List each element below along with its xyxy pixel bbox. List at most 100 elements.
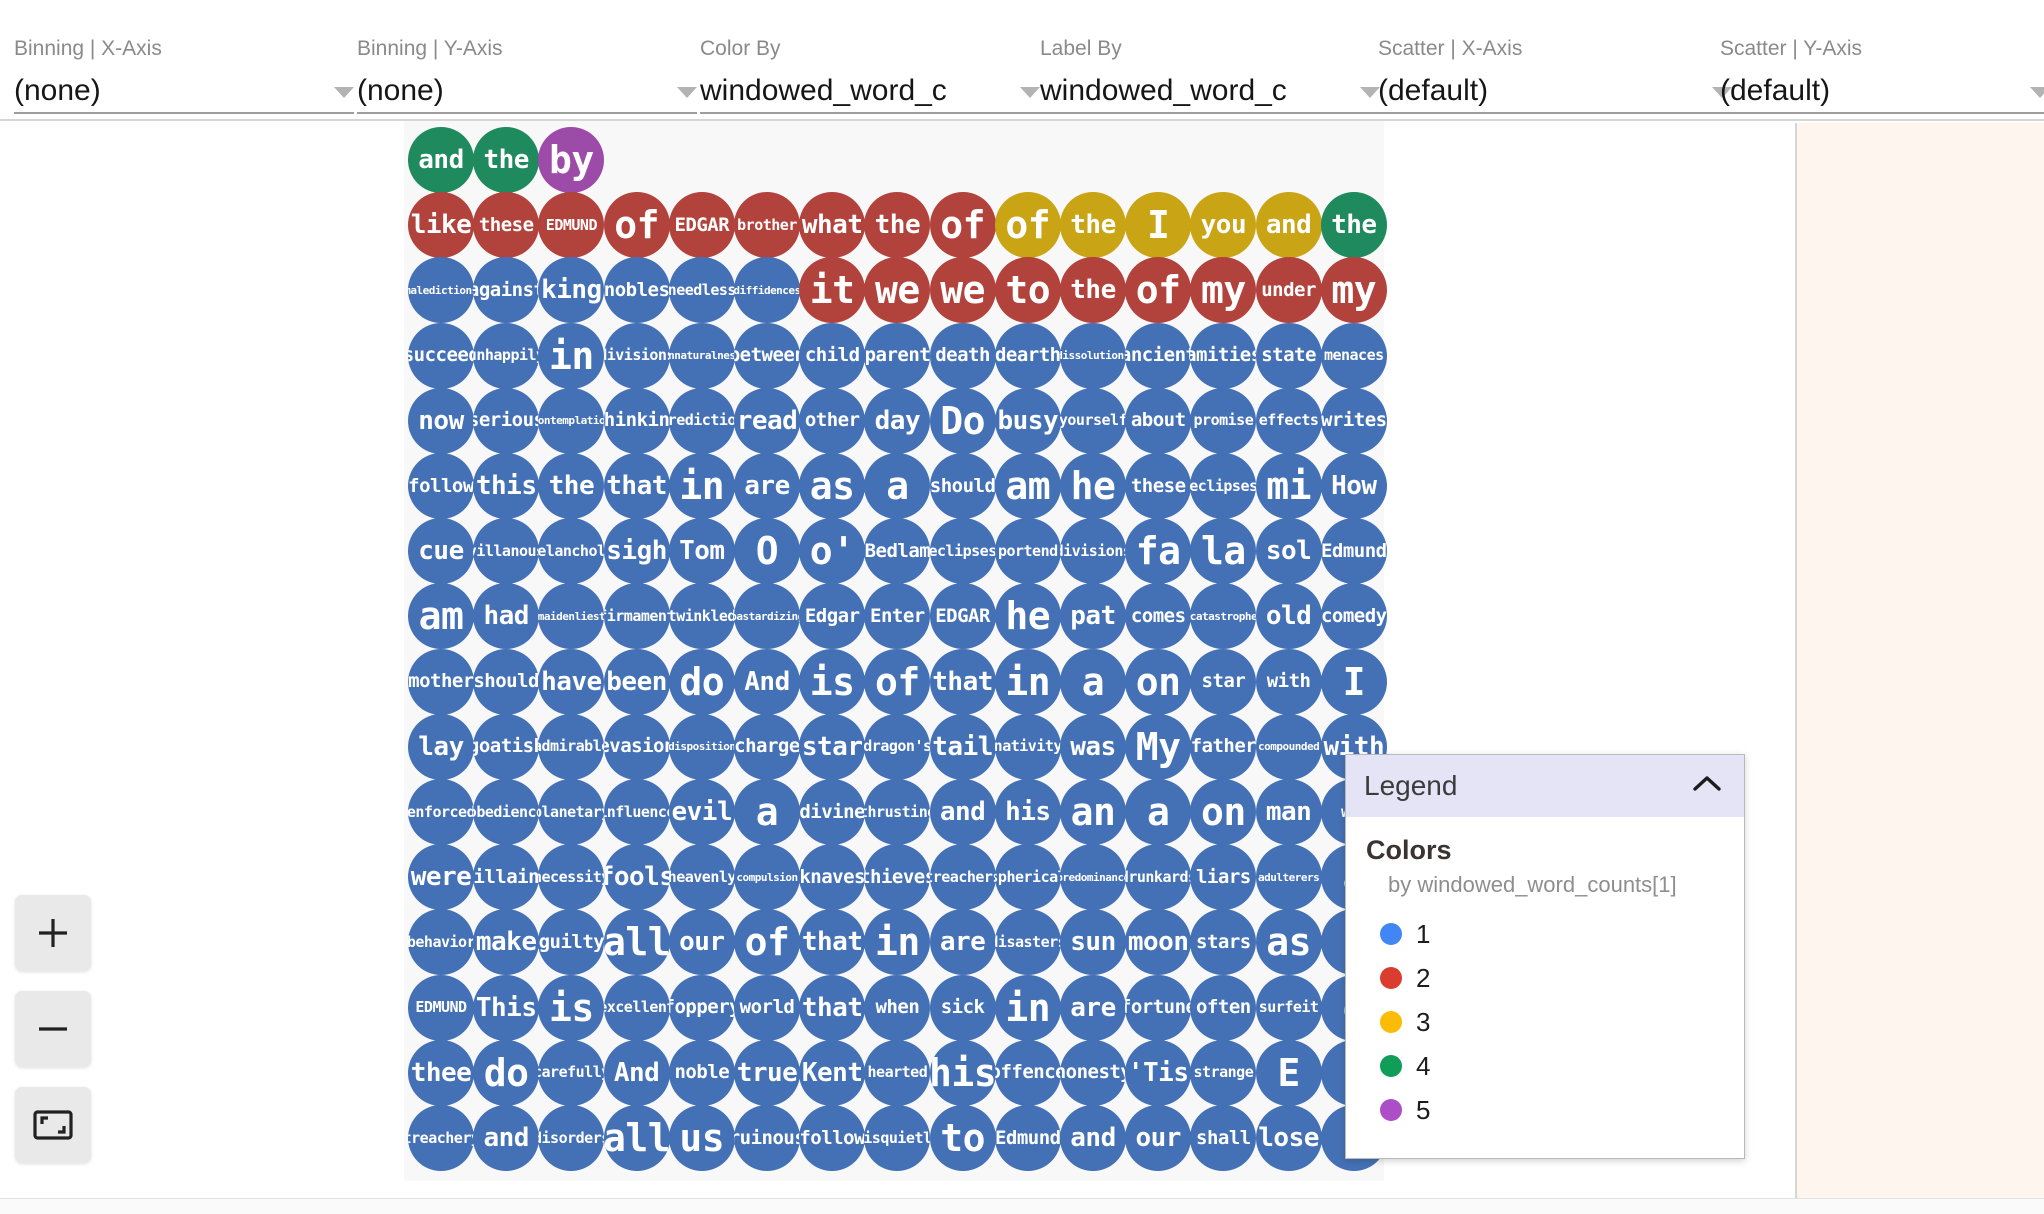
- bubble[interactable]: other: [799, 387, 866, 454]
- bubble[interactable]: foppery: [668, 974, 735, 1041]
- bubble[interactable]: EDMUND: [408, 974, 474, 1041]
- zoom-fit-button[interactable]: [15, 1087, 91, 1163]
- bubble[interactable]: o': [799, 518, 866, 585]
- bubble[interactable]: necessity: [538, 844, 605, 911]
- bubble[interactable]: divine: [799, 779, 866, 845]
- bubble[interactable]: disorders: [538, 1105, 605, 1171]
- bubble[interactable]: noble: [668, 1039, 735, 1106]
- bubble[interactable]: are: [929, 909, 996, 976]
- bubble[interactable]: comes: [1125, 583, 1192, 650]
- bubble[interactable]: have: [538, 648, 605, 715]
- bubble[interactable]: bastardizing: [734, 583, 800, 650]
- bubble[interactable]: unnaturalness: [668, 322, 735, 389]
- bubble[interactable]: of: [603, 192, 670, 259]
- legend-item[interactable]: 3: [1366, 1000, 1724, 1044]
- bubble[interactable]: lay: [408, 713, 474, 780]
- bubble[interactable]: these: [473, 192, 540, 259]
- bubble[interactable]: king: [538, 257, 605, 324]
- bubble[interactable]: yourself: [1060, 387, 1126, 454]
- bubble[interactable]: were: [408, 844, 474, 911]
- bubble[interactable]: mother: [408, 648, 474, 715]
- bubble[interactable]: we: [864, 257, 931, 324]
- bubble[interactable]: old: [1255, 583, 1322, 650]
- bubble[interactable]: knaves: [799, 844, 866, 911]
- bubble[interactable]: nativity: [994, 713, 1061, 780]
- bubble[interactable]: he: [994, 583, 1061, 650]
- bubble[interactable]: influence: [603, 779, 670, 845]
- bubble[interactable]: evasion: [603, 713, 670, 780]
- bubble[interactable]: diffidences: [734, 257, 800, 324]
- control-scatter-y-axis[interactable]: Scatter | Y-Axis(default): [1720, 18, 2044, 114]
- chevron-down-icon[interactable]: [1712, 87, 1732, 98]
- control-binning-y-axis[interactable]: Binning | Y-Axis(none): [357, 18, 697, 114]
- bubble[interactable]: of: [929, 192, 996, 259]
- bubble[interactable]: thieves: [864, 844, 931, 911]
- zoom-in-button[interactable]: [15, 895, 91, 971]
- bubble[interactable]: compounded: [1255, 713, 1322, 780]
- bubble[interactable]: spherical: [994, 844, 1061, 911]
- color-by-select[interactable]: windowed_word_c: [700, 68, 1040, 114]
- bubble[interactable]: this: [473, 453, 540, 519]
- bubble[interactable]: excellent: [603, 974, 670, 1041]
- bubble[interactable]: disasters: [994, 909, 1061, 976]
- bubble[interactable]: read: [734, 387, 800, 454]
- bubble[interactable]: our: [668, 909, 735, 976]
- bubble[interactable]: he: [1060, 453, 1126, 519]
- bubble[interactable]: thrusting: [864, 779, 931, 845]
- bubble[interactable]: contemplation: [538, 387, 605, 454]
- bubble[interactable]: E: [1255, 1039, 1322, 1106]
- bubble[interactable]: My: [1125, 713, 1192, 780]
- bubble[interactable]: offence: [994, 1039, 1061, 1106]
- bubble[interactable]: and: [473, 1105, 540, 1171]
- bubble[interactable]: amities: [1190, 322, 1257, 389]
- bubble[interactable]: admirable: [538, 713, 605, 780]
- zoom-out-button[interactable]: [15, 991, 91, 1067]
- bubble[interactable]: adulterers: [1255, 844, 1322, 911]
- chevron-up-icon[interactable]: [1692, 775, 1722, 798]
- bubble[interactable]: a: [1060, 648, 1126, 715]
- legend-item[interactable]: 4: [1366, 1044, 1724, 1088]
- bubble[interactable]: treachers: [929, 844, 996, 911]
- bubble[interactable]: Bedlam: [864, 518, 931, 585]
- bubble[interactable]: fools: [603, 844, 670, 911]
- bubble[interactable]: parent: [864, 322, 931, 389]
- bubble[interactable]: of: [734, 909, 800, 976]
- bubble[interactable]: should: [929, 453, 996, 519]
- bubble[interactable]: do: [668, 648, 735, 715]
- bubble[interactable]: against: [473, 257, 540, 324]
- legend-panel[interactable]: Legend Colors by windowed_word_counts[1]…: [1345, 754, 1745, 1159]
- bubble[interactable]: succeed: [408, 322, 474, 389]
- bubble[interactable]: had: [473, 583, 540, 650]
- legend-item[interactable]: 1: [1366, 912, 1724, 956]
- bubble[interactable]: ancient: [1125, 322, 1192, 389]
- bubble[interactable]: in: [538, 322, 605, 389]
- bubble[interactable]: of: [1125, 257, 1192, 324]
- bubble[interactable]: as: [799, 453, 866, 519]
- bubble[interactable]: the: [538, 453, 605, 519]
- bubble[interactable]: sick: [929, 974, 996, 1041]
- bubble[interactable]: my: [1320, 257, 1387, 324]
- bubble[interactable]: world: [734, 974, 800, 1041]
- bubble[interactable]: about: [1125, 387, 1192, 454]
- bubble[interactable]: goatish: [473, 713, 540, 780]
- bubble[interactable]: what: [799, 192, 866, 259]
- bubble[interactable]: divisions: [1060, 518, 1126, 585]
- bubble[interactable]: strange: [1190, 1039, 1257, 1106]
- bubble[interactable]: charge: [734, 713, 800, 780]
- bubble[interactable]: star: [799, 713, 866, 780]
- bubble[interactable]: nobles: [603, 257, 670, 324]
- bubble[interactable]: man: [1255, 779, 1322, 845]
- chevron-down-icon[interactable]: [334, 87, 354, 98]
- bubble[interactable]: and: [929, 779, 996, 845]
- bubble[interactable]: hearted: [864, 1039, 931, 1106]
- legend-header[interactable]: Legend: [1346, 755, 1744, 817]
- bubble[interactable]: are: [734, 453, 800, 519]
- scatter-x-axis-select[interactable]: (default): [1378, 68, 1732, 114]
- bubble[interactable]: was: [1060, 713, 1126, 780]
- bubble[interactable]: tail: [929, 713, 996, 780]
- bubble[interactable]: us: [668, 1105, 735, 1171]
- bubble[interactable]: now: [408, 387, 474, 454]
- bubble[interactable]: that: [799, 909, 866, 976]
